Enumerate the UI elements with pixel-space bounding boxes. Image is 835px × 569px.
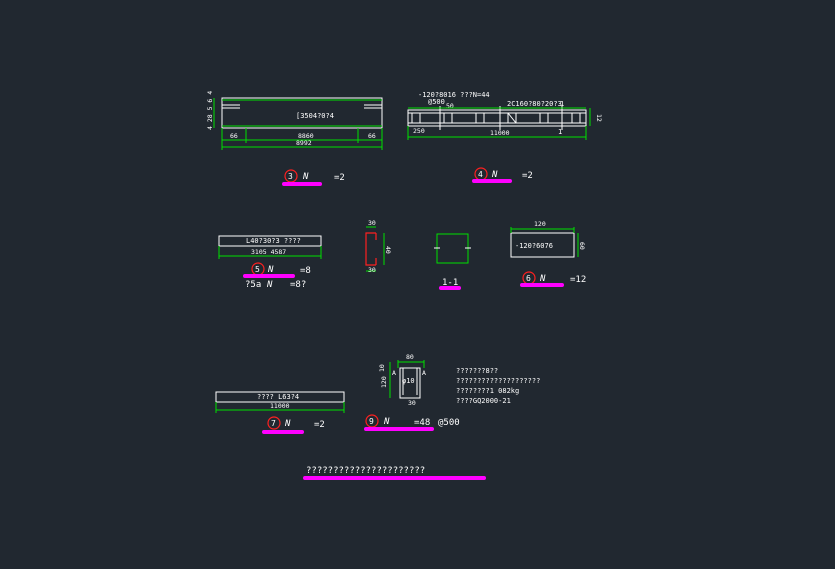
part-9-mark-number: 9 xyxy=(369,417,374,426)
part-5-drawing: L40?30?3 ???? 3105 4587 xyxy=(218,235,322,259)
part-9-dim-left-top: 10 xyxy=(378,364,386,372)
section-label: 1-1 xyxy=(442,278,458,288)
part-7-mark: 7 N =2 xyxy=(262,416,325,434)
part-4-drawing: -120?8016 ???N=44 @500 2C160?80?20?3 1 5… xyxy=(407,91,603,140)
part-9-letter-a-right: A xyxy=(422,369,426,377)
notes-line-1: ???????8?? xyxy=(456,367,498,375)
part-6-dim-top: 120 xyxy=(534,220,546,228)
part-9-mark: 9 N =48 @500 xyxy=(364,414,460,431)
part-6-mark: 6 N =12 xyxy=(520,271,586,287)
channel-section-drawing: 30 40 30 xyxy=(365,219,392,274)
part-9-mark-letter: N xyxy=(383,417,390,427)
part-5a-letter: N xyxy=(266,280,273,290)
part-9-phi-label: φ10 xyxy=(402,377,415,385)
channel-dim-bottom: 30 xyxy=(368,266,376,274)
part-5a-quantity: =8? xyxy=(290,280,306,290)
part-9-letter-a-left: A xyxy=(392,369,396,377)
part-6-quantity: =12 xyxy=(570,275,586,285)
channel-dim-mid: 40 xyxy=(384,246,392,254)
part-4-mark-letter: N xyxy=(491,170,498,180)
part-9-drawing: 80 10 120 φ10 A A 30 xyxy=(378,353,426,407)
part-4-note-3: 2C160?80?20?3 xyxy=(507,100,562,108)
notes-line-2: ???????????????????? xyxy=(456,377,540,385)
part-4-dim-start: 250 xyxy=(413,127,425,135)
part-3-mark-letter: N xyxy=(302,172,309,182)
part-4-small-label: 1 xyxy=(560,100,564,108)
part-3-dim-left: 66 xyxy=(230,132,238,140)
part-4-mark: 4 N =2 xyxy=(472,167,533,183)
part-9-dim-left: 120 xyxy=(380,376,388,388)
notes-line-3: ????????1 082kg xyxy=(456,387,519,395)
part-4-note-2: @500 xyxy=(428,98,445,106)
part-9-dim-bottom: 30 xyxy=(408,399,416,407)
part-5-mark-letter: N xyxy=(267,265,274,275)
part-3-mark-number: 3 xyxy=(288,172,293,181)
part-5-mark-number: 5 xyxy=(255,265,260,274)
part-3-quantity: =2 xyxy=(334,173,345,183)
part-3-mark: 3 N =2 xyxy=(282,169,345,186)
part-9-dim-top: 80 xyxy=(406,353,414,361)
part-7-dim: 11000 xyxy=(270,402,290,410)
part-3-dim-right: 66 xyxy=(368,132,376,140)
part-5a-prefix: ?5a xyxy=(245,280,261,290)
part-3-label: [3504?0?4 xyxy=(296,112,334,120)
channel-dim-top: 30 xyxy=(368,219,376,227)
part-9-spacing: @500 xyxy=(438,418,460,428)
part-4-dim-total: 11000 xyxy=(490,129,510,137)
part-7-mark-letter: N xyxy=(284,419,291,429)
part-5-mark: 5 N =8 ?5a N =8? xyxy=(243,262,311,290)
notes-block: ???????8?? ???????????????????? ????????… xyxy=(456,367,540,405)
part-5-quantity: =8 xyxy=(300,266,311,276)
part-5-label-2: 3105 4587 xyxy=(251,248,286,256)
part-6-dim-side: 60 xyxy=(578,242,586,250)
part-6-drawing: 120 -120?6076 60 xyxy=(510,220,586,258)
part-4-note-1: -120?8016 ???N=44 xyxy=(418,91,490,99)
drawing-title: ?????????????????????? xyxy=(303,466,486,480)
part-3-dim-total: 8992 xyxy=(296,139,312,147)
part-3-dim-mid: 8860 xyxy=(298,132,314,140)
part-4-small-label-2: 1 xyxy=(558,128,562,136)
part-6-mark-letter: N xyxy=(539,274,546,284)
part-7-drawing: ???? L63?4 11000 xyxy=(215,391,345,413)
part-4-mark-number: 4 xyxy=(478,170,483,179)
notes-line-4: ????GQ2000-21 xyxy=(456,397,511,405)
part-4-dim-side: 12 xyxy=(595,114,603,122)
part-6-label: -120?6076 xyxy=(515,242,553,250)
part-4-quantity: =2 xyxy=(522,171,533,181)
part-7-mark-number: 7 xyxy=(271,419,276,428)
part-7-label: ???? L63?4 xyxy=(257,393,299,401)
part-3-drawing: [3504?0?4 4 28 5 6 4 66 8860 66 8992 xyxy=(206,91,383,150)
part-7-quantity: =2 xyxy=(314,420,325,430)
part-4-dim-a: 50 xyxy=(446,102,454,110)
part-6-mark-number: 6 xyxy=(526,274,531,283)
part-9-quantity: =48 xyxy=(414,418,430,428)
drawing-title-text: ?????????????????????? xyxy=(306,466,425,476)
part-3-side-dims: 4 28 5 6 4 xyxy=(206,91,214,130)
part-5-label-1: L40?30?3 ???? xyxy=(246,237,301,245)
section-1-1-drawing: 1-1 xyxy=(434,233,471,290)
